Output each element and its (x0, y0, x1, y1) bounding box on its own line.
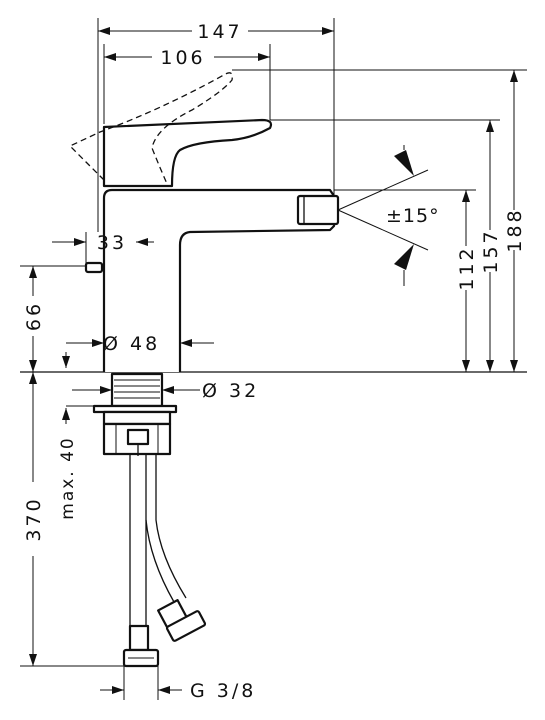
dim-height-157-label: 157 (480, 228, 502, 273)
dim-connection-thread-label: G 3/8 (190, 680, 256, 702)
dim-lever-depth-label: 106 (160, 47, 205, 69)
dim-heights (232, 69, 527, 372)
dim-spout-angle-label: ±15° (386, 205, 440, 227)
installation-parts (92, 372, 207, 668)
dim-spout-angle (337, 145, 429, 286)
dim-height-188-label: 188 (504, 207, 526, 252)
dim-connection-thread (100, 666, 182, 700)
dim-base-width-label: 33 (97, 232, 127, 254)
faucet-body (68, 72, 340, 372)
dim-hose-length (20, 372, 124, 667)
dim-overall-depth-label: 147 (197, 21, 242, 43)
dim-body-diameter (62, 339, 214, 368)
dim-shank-diameter-label: Ø 32 (202, 380, 259, 402)
dim-pop-up-height (20, 265, 86, 372)
dim-base-width (52, 232, 154, 268)
dim-hose-length-label: 370 (23, 496, 45, 541)
dim-max-thickness (62, 405, 104, 424)
dim-overall-depth (97, 18, 335, 232)
dim-height-112-label: 112 (456, 245, 478, 290)
dim-pop-up-height-label: 66 (23, 301, 45, 331)
dim-lever-depth (103, 44, 271, 124)
dim-body-diameter-label: Ø 48 (103, 333, 160, 355)
dim-max-thickness-label: max. 40 (58, 436, 78, 519)
